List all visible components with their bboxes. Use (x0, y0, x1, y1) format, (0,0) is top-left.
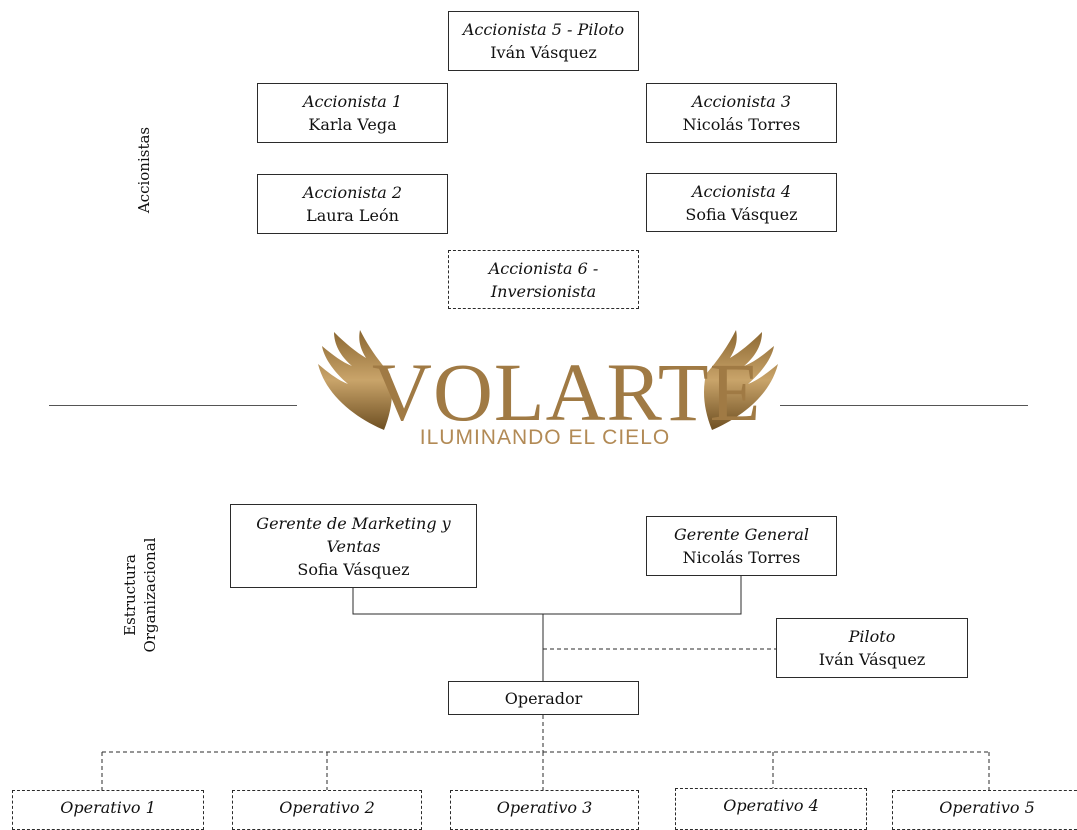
marketing-manager-box: Gerente de Marketing y Ventas Sofia Vásq… (230, 504, 477, 588)
shareholder-1-name: Karla Vega (308, 115, 397, 134)
shareholder-4-role: Accionista 4 (691, 181, 792, 201)
pilot-box: Piloto Iván Vásquez (776, 618, 968, 678)
shareholder-3-name: Nicolás Torres (682, 115, 801, 134)
shareholder-1-role: Accionista 1 (302, 92, 403, 111)
operative-3-box: Operativo 3 (450, 790, 639, 830)
shareholder-5-box: Accionista 5 - Piloto Iván Vásquez (448, 11, 639, 71)
operative-5-label: Operativo 5 (939, 798, 1035, 817)
marketing-manager-role-line1: Gerente de Marketing y (256, 513, 451, 533)
shareholders-side-label: Accionistas (135, 126, 153, 214)
operative-5-box: Operativo 5 (892, 790, 1077, 830)
operator-label: Operador (504, 688, 583, 708)
org-structure-label-line1: Estructura (121, 554, 139, 636)
operative-2-label: Operativo 2 (279, 798, 375, 817)
operator-box: Operador (448, 681, 639, 715)
logo-tagline: ILUMINANDO EL CIELO (419, 426, 671, 449)
shareholder-5-role: Accionista 5 - Piloto (462, 20, 625, 39)
shareholder-4-name: Sofia Vásquez (685, 204, 798, 224)
pilot-role: Piloto (848, 627, 896, 646)
marketing-manager-name: Sofia Vásquez (297, 559, 410, 579)
shareholder-2-box: Accionista 2 Laura León (257, 174, 448, 234)
operative-2-box: Operativo 2 (232, 790, 422, 830)
org-structure-label-line2: Organizacional (141, 537, 159, 653)
shareholder-1-box: Accionista 1 Karla Vega (257, 83, 448, 143)
operative-4-label: Operativo 4 (723, 796, 819, 815)
divider-left (49, 405, 297, 406)
general-manager-box: Gerente General Nicolás Torres (646, 516, 837, 576)
org-structure-side-label: Estructura Organizacional (120, 535, 160, 655)
operative-1-box: Operativo 1 (12, 790, 204, 830)
marketing-manager-role-line2: Ventas (326, 536, 381, 556)
shareholder-5-name: Iván Vásquez (490, 43, 597, 62)
divider-right (780, 405, 1028, 406)
shareholder-3-role: Accionista 3 (691, 92, 792, 111)
shareholder-3-box: Accionista 3 Nicolás Torres (646, 83, 837, 143)
logo-wordmark: VOLARTE (372, 346, 762, 438)
operative-4-box: Operativo 4 (675, 788, 867, 830)
general-manager-name: Nicolás Torres (682, 548, 801, 567)
shareholder-6-role-line2: Inversionista (490, 281, 597, 301)
operative-1-label: Operativo 1 (60, 798, 156, 817)
general-manager-role: Gerente General (674, 525, 809, 544)
pilot-name: Iván Vásquez (818, 650, 926, 669)
shareholder-2-name: Laura León (306, 206, 399, 225)
operative-3-label: Operativo 3 (496, 798, 593, 817)
shareholder-6-box: Accionista 6 - Inversionista (448, 250, 639, 309)
shareholder-2-role: Accionista 2 (302, 183, 403, 202)
shareholder-6-role-line1: Accionista 6 - (488, 258, 599, 278)
shareholder-4-box: Accionista 4 Sofia Vásquez (646, 173, 837, 232)
management-connector (352, 576, 742, 615)
